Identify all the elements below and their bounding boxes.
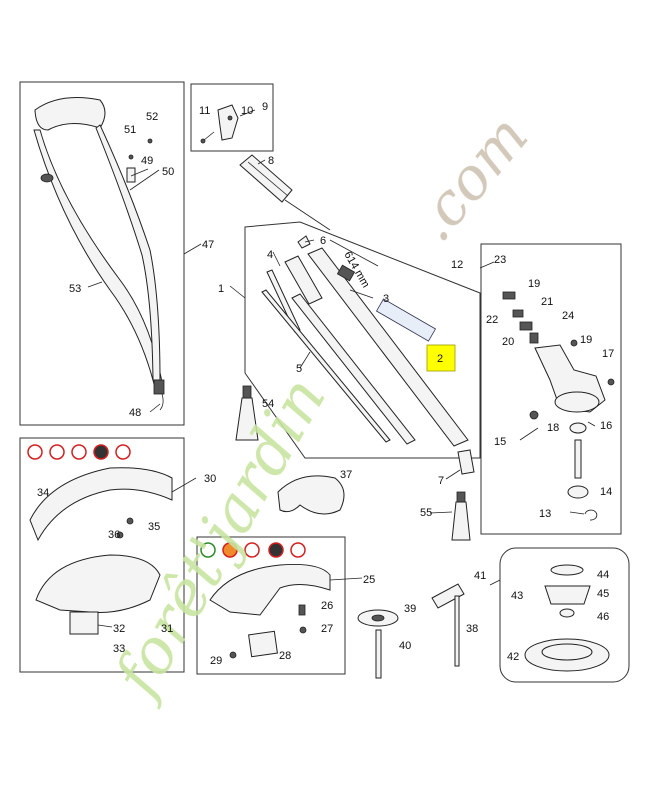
guard-frame — [19, 437, 185, 673]
callout-30: 30 — [204, 473, 216, 485]
callout-13: 13 — [539, 508, 551, 520]
callout-41: 41 — [474, 570, 486, 582]
callout-12: 12 — [451, 259, 463, 271]
callout-19a: 19 — [528, 278, 540, 290]
gearhead-frame — [480, 243, 622, 535]
callout-3: 3 — [383, 293, 389, 305]
callout-2: 2 — [437, 353, 443, 365]
callout-18: 18 — [547, 422, 559, 434]
shaft-parts — [261, 235, 475, 475]
callout-6: 6 — [320, 235, 326, 247]
highlight-part-2 — [426, 344, 456, 372]
callout-14: 14 — [600, 486, 612, 498]
callout-42: 42 — [507, 651, 519, 663]
trimmer-head — [524, 564, 610, 672]
callout-22: 22 — [486, 314, 498, 326]
callout-46: 46 — [597, 611, 609, 623]
cutting-blade — [357, 609, 399, 679]
callout-36: 36 — [108, 529, 120, 541]
callout-32: 32 — [113, 623, 125, 635]
shaft-frame — [244, 221, 481, 459]
callout-20: 20 — [502, 336, 514, 348]
watermark-right: .com — [399, 102, 542, 254]
large-guard — [29, 467, 173, 635]
callout-25: 25 — [363, 574, 375, 586]
grease-tube-55 — [451, 491, 471, 541]
callout-35: 35 — [148, 521, 160, 533]
callout-26: 26 — [321, 600, 333, 612]
head-frame — [499, 547, 630, 683]
callout-17: 17 — [602, 348, 614, 360]
throttle-frame — [190, 83, 274, 152]
callout-48: 48 — [129, 407, 141, 419]
callout-54: 54 — [262, 398, 274, 410]
callout-27: 27 — [321, 623, 333, 635]
callout-49: 49 — [141, 155, 153, 167]
callout-51: 51 — [124, 124, 136, 136]
callout-50: 50 — [162, 166, 174, 178]
small-guard — [209, 564, 331, 659]
callout-39: 39 — [404, 603, 416, 615]
callout-19b: 19 — [580, 334, 592, 346]
callout-11: 11 — [199, 105, 210, 117]
callout-55: 55 — [420, 507, 432, 519]
throttle-trigger — [200, 104, 239, 144]
harness-strap — [33, 97, 165, 411]
callout-7: 7 — [438, 475, 444, 487]
gearhead-parts — [502, 291, 615, 521]
callout-8: 8 — [268, 155, 274, 167]
leader-lines — [87, 109, 596, 628]
handle-grip — [239, 154, 331, 231]
callout-15: 15 — [494, 436, 506, 448]
warning-icons-large — [27, 444, 131, 460]
callout-52: 52 — [146, 111, 158, 123]
callout-40: 40 — [399, 640, 411, 652]
callout-23: 23 — [494, 254, 506, 266]
callout-45: 45 — [597, 588, 609, 600]
callout-21: 21 — [541, 296, 553, 308]
callout-34: 34 — [37, 487, 49, 499]
warning-icons-small — [200, 542, 306, 558]
harness-frame — [19, 81, 185, 426]
safety-goggles — [277, 475, 345, 515]
callout-16: 16 — [600, 420, 612, 432]
callout-10: 10 — [241, 105, 253, 117]
wrench-tool — [431, 583, 465, 667]
callout-4: 4 — [267, 249, 273, 261]
callout-44: 44 — [597, 569, 609, 581]
callout-37: 37 — [340, 469, 352, 481]
callout-5: 5 — [296, 363, 302, 375]
callout-29: 29 — [210, 655, 222, 667]
callout-9: 9 — [262, 101, 268, 113]
callout-43: 43 — [511, 590, 523, 602]
callout-28: 28 — [279, 650, 291, 662]
grease-tube-54 — [235, 385, 259, 441]
callout-47: 47 — [202, 239, 214, 251]
callout-33: 33 — [113, 643, 125, 655]
callout-24: 24 — [562, 310, 574, 322]
callout-53: 53 — [69, 283, 81, 295]
guard-small-frame — [196, 536, 346, 675]
callout-1: 1 — [218, 283, 224, 295]
callout-31: 31 — [161, 623, 173, 635]
watermark: forêt'jardin .com — [98, 102, 541, 711]
callout-38: 38 — [466, 623, 478, 635]
